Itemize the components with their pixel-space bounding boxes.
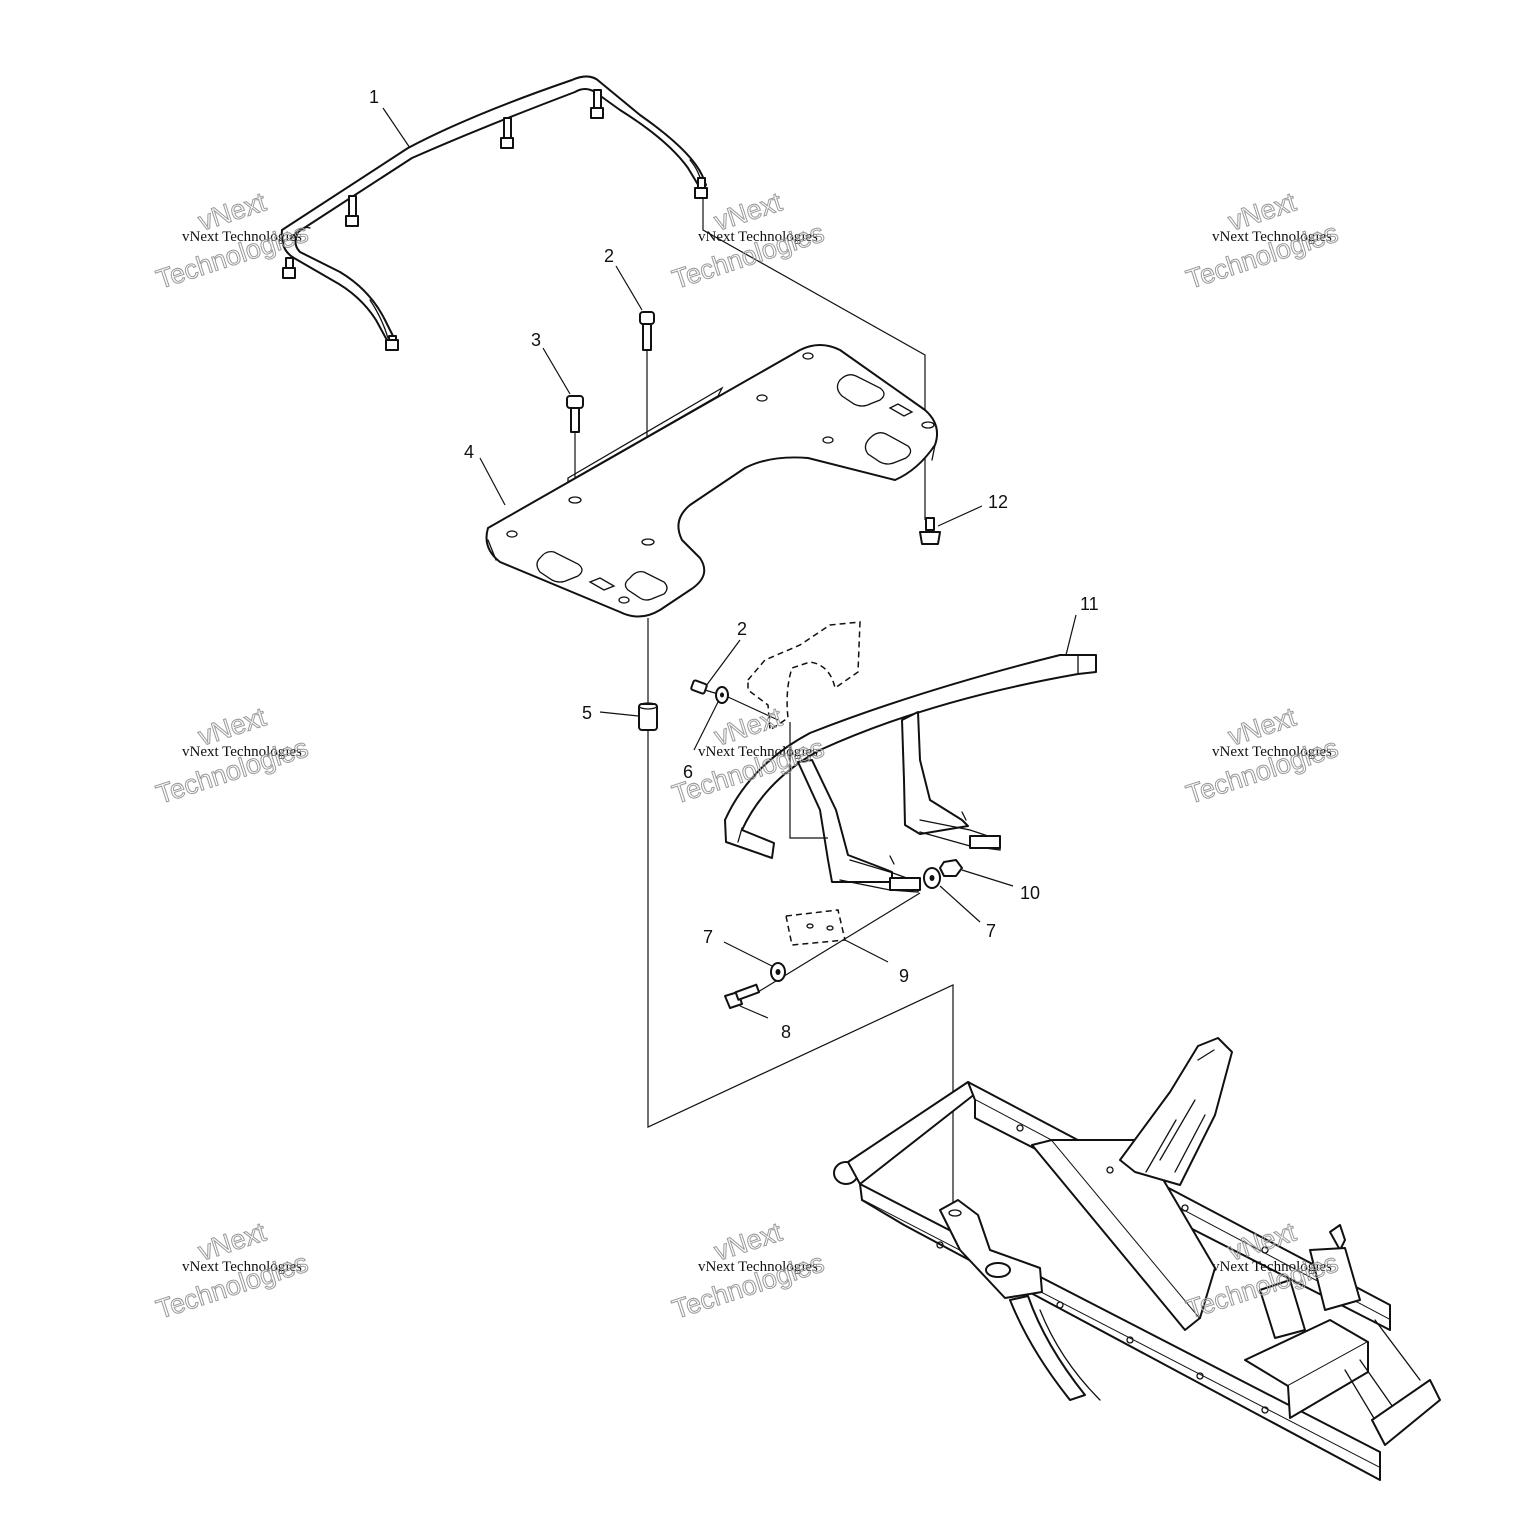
watermark-text: vNext Technologies [1212, 229, 1332, 245]
nut-part-10 [939, 859, 963, 877]
rack-plate-part-4 [485, 344, 938, 618]
watermark-text: vNext Technologies [698, 744, 818, 760]
spacer-part-5 [638, 618, 658, 731]
watermark-top-center: vNext vNext Technologies Technologies [668, 186, 828, 295]
bolt-part-3 [566, 395, 584, 498]
vehicle-frame [833, 1037, 1441, 1481]
washer-part-6 [715, 686, 779, 721]
dashed-mounting-bracket [747, 621, 861, 732]
callout-3: 3 [531, 330, 541, 350]
rack-rail-part-1 [280, 75, 708, 351]
watermark-middle-right: vNext vNext Technologies Technologies [1182, 701, 1342, 810]
callout-2-upper: 2 [604, 246, 614, 266]
callout-2-lower: 2 [737, 619, 747, 639]
callout-10: 10 [1020, 883, 1040, 903]
watermark-top-right: vNext vNext Technologies Technologies [1182, 186, 1342, 295]
flange-nut-part-12 [919, 517, 941, 545]
watermark-text: vNext Technologies [182, 744, 302, 760]
backing-plate-part-9 [785, 909, 846, 946]
bolt-part-8 [724, 983, 761, 1009]
washer-part-7-right [923, 867, 941, 889]
alignment-line-bracket-left [789, 722, 828, 839]
watermark-middle-left: vNext vNext Technologies Technologies [152, 701, 312, 810]
callout-12: 12 [988, 492, 1008, 512]
alignment-line-rail-to-rack [702, 198, 926, 425]
watermark-bottom-left: vNext vNext Technologies Technologies [152, 1216, 312, 1325]
callout-4: 4 [464, 442, 474, 462]
callout-5: 5 [582, 703, 592, 723]
watermark-text: vNext Technologies [1212, 744, 1332, 760]
bolt-part-2-lower [690, 679, 719, 695]
callout-labels: 1 2 3 4 12 11 2 5 6 10 7 7 9 8 [369, 87, 1099, 1042]
washer-part-7-left [770, 962, 786, 982]
watermark-bottom-center: vNext vNext Technologies Technologies [668, 1216, 828, 1325]
watermark-text: vNext Technologies [182, 229, 302, 245]
watermark-text: vNext Technologies [698, 229, 818, 245]
callout-1: 1 [369, 87, 379, 107]
watermark-text: vNext Technologies [698, 1259, 818, 1275]
callout-6: 6 [683, 762, 693, 782]
leader-lines [382, 107, 1077, 1019]
rear-bumper-part-11 [724, 654, 1097, 893]
callout-7-right: 7 [986, 921, 996, 941]
callout-9: 9 [899, 966, 909, 986]
watermark-text: vNext Technologies [182, 1259, 302, 1275]
watermark-text: vNext Technologies [1212, 1259, 1332, 1275]
callout-11: 11 [1080, 594, 1099, 614]
callout-7-left: 7 [703, 927, 713, 947]
callout-8: 8 [781, 1022, 791, 1042]
